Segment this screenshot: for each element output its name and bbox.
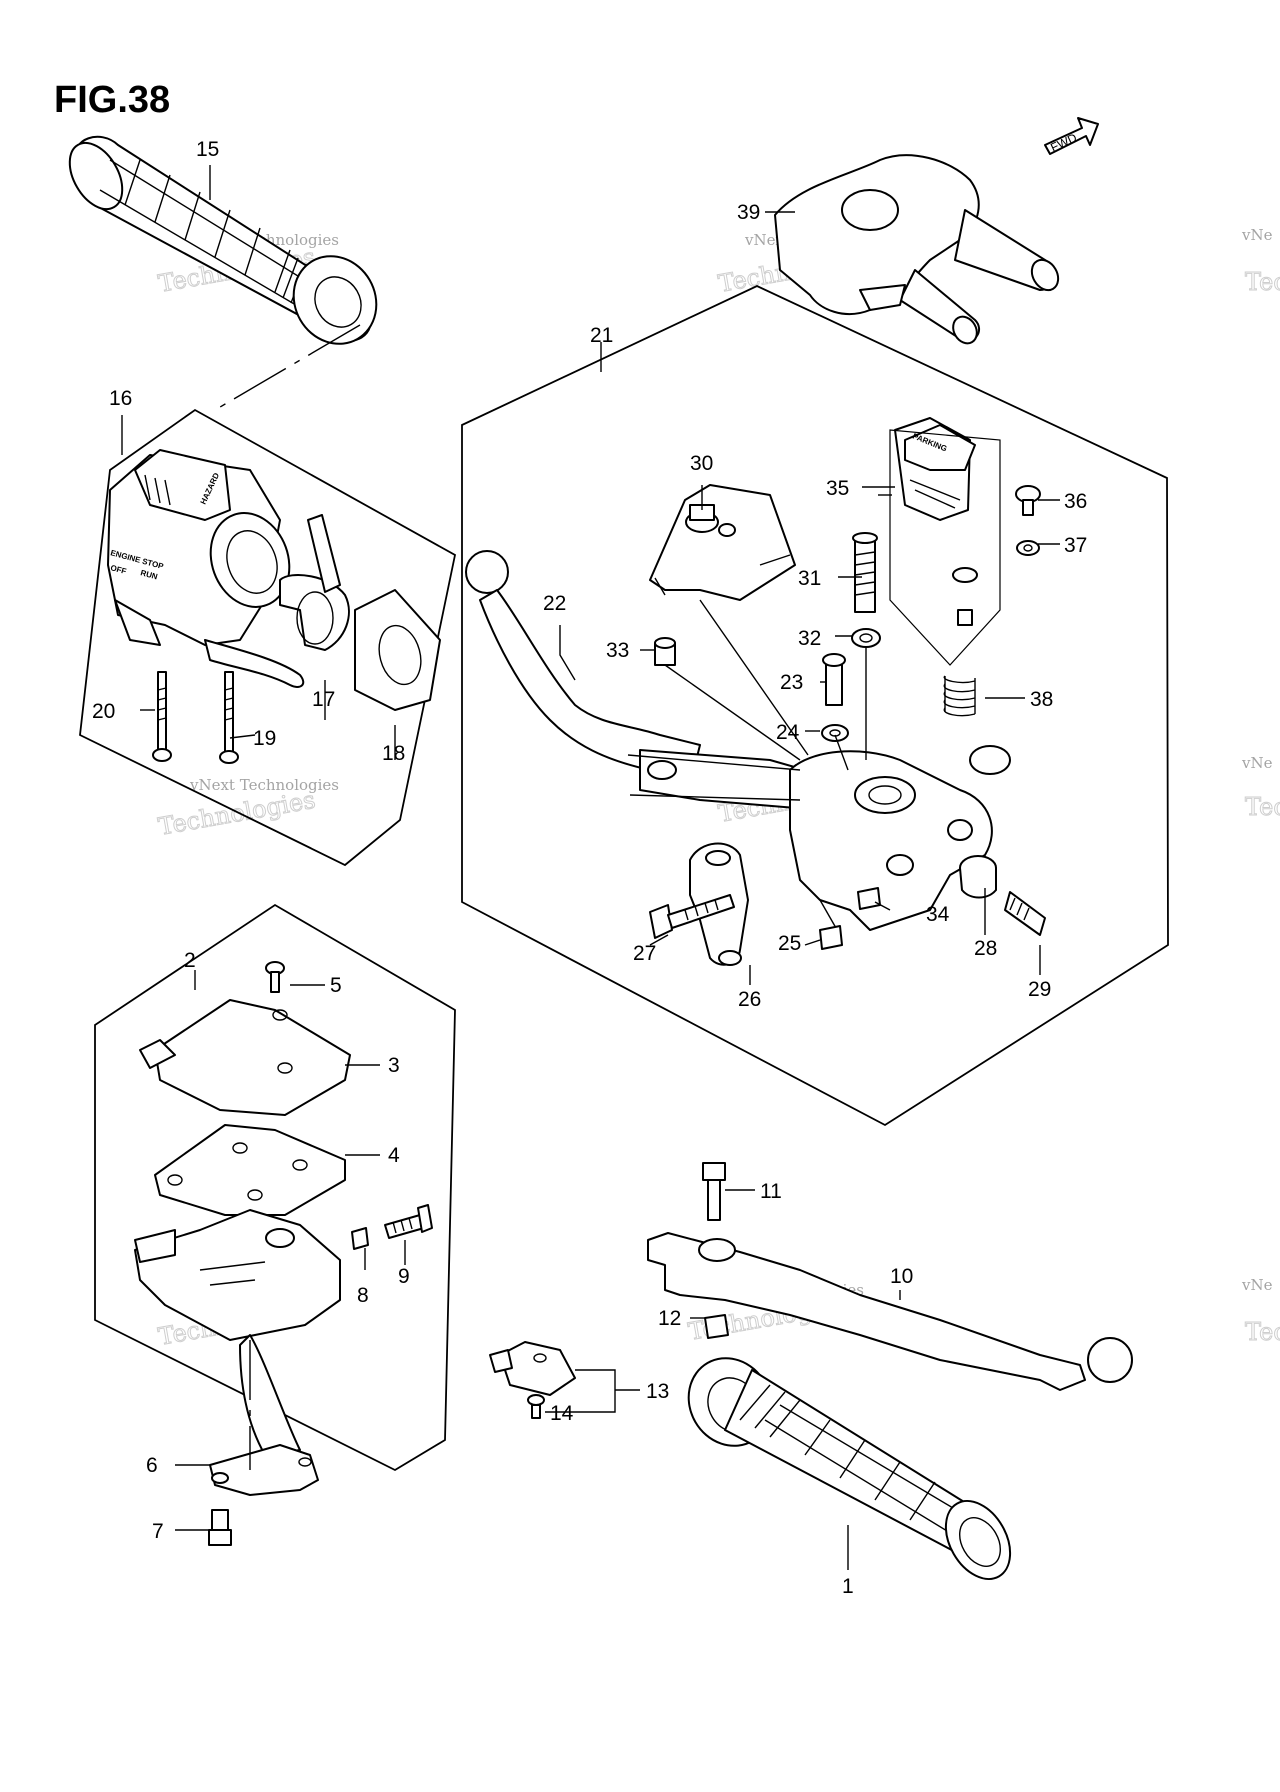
left-grip [68,135,378,345]
callout-32: 32 [798,627,821,650]
svg-text:Tec: Tec [1245,793,1280,821]
callout-5: 5 [330,974,342,997]
screw-36 [1015,485,1041,516]
figure-title: FIG.38 [54,79,170,121]
callout-20: 20 [92,700,115,723]
callout-23: 23 [780,671,803,694]
bolt-9 [384,1204,433,1239]
svg-text:vNext Technologies: vNext Technologies [189,776,339,794]
callout-36: 36 [1064,490,1087,513]
switch-housing: HAZARD ENGINE STOP OFF RUN [107,449,305,688]
fwd-label: FWD [1048,130,1079,154]
lever-boot [774,154,1060,345]
callout-11: 11 [760,1180,782,1203]
callout-2: 2 [184,949,196,972]
spring-38 [943,675,976,717]
throttle-housing-cover [354,589,441,711]
throttle-cable-guide [279,514,350,651]
callout-numbers: 15 16 17 18 19 20 39 21 22 30 35 31 32 3… [92,138,1087,1598]
callout-30: 30 [690,452,713,475]
callout-38: 38 [1030,688,1053,711]
callout-21: 21 [590,324,613,347]
nut-34 [857,887,881,910]
callout-29: 29 [1028,978,1051,1001]
plate-6 [209,1444,319,1496]
nut-25 [819,925,843,950]
callout-16: 16 [109,387,132,410]
callout-3: 3 [388,1054,400,1077]
callout-37: 37 [1064,534,1087,557]
callout-7: 7 [152,1520,164,1543]
callout-27: 27 [633,942,656,965]
callout-31: 31 [798,567,821,590]
svg-text:vNe: vNe [1241,1276,1273,1294]
assembly-lines-21 [627,599,867,801]
right-grip [687,1357,1012,1580]
screw-5 [265,961,285,993]
callout-19: 19 [253,727,276,750]
switch-assembly-box [79,408,457,867]
brake-light-switch-30 [649,484,796,601]
gasket-4 [154,1124,346,1216]
callout-22: 22 [543,592,566,615]
svg-text:Technologies: Technologies [156,786,317,841]
reservoir-box [889,429,1001,666]
clutch-switch-13 [489,1341,576,1396]
callout-25: 25 [778,932,801,955]
callout-4: 4 [388,1144,400,1167]
svg-text:vNe: vNe [1241,226,1273,244]
callout-35: 35 [826,477,849,500]
callout-9: 9 [398,1265,410,1288]
pivot-bolt-11 [702,1162,726,1221]
master-cylinder-box [461,285,1169,1127]
screw-14 [527,1394,545,1419]
callout-34: 34 [926,903,950,926]
svg-text:Tec: Tec [1245,268,1280,296]
forward-arrow-icon: FWD [1044,117,1099,155]
callout-28: 28 [974,937,997,960]
callout-10: 10 [890,1265,913,1288]
callout-13: 13 [646,1380,669,1403]
callout-1: 1 [842,1575,854,1598]
svg-text:RUN: RUN [139,568,158,581]
bolt-27 [649,894,735,939]
clutch-lever-10 [647,1232,1133,1391]
svg-text:OFF: OFF [109,563,127,576]
callout-33: 33 [606,639,629,662]
svg-text:Tec: Tec [1245,1318,1280,1346]
callout-39: 39 [737,201,760,224]
bolt-31 [852,532,878,613]
washer-32 [851,628,881,648]
bushing-33 [654,637,676,666]
callout-8: 8 [357,1284,369,1307]
callout-24: 24 [776,721,800,744]
nut-12 [704,1314,729,1339]
washer-24 [821,724,849,742]
assembly-line [214,324,361,411]
pin-23 [822,653,846,706]
callout-6: 6 [146,1454,158,1477]
nut-8 [351,1227,369,1250]
callout-12: 12 [658,1307,681,1330]
bracket-body [134,1209,341,1456]
bracket-box [94,903,456,1472]
callout-leaders [121,165,1060,1570]
reservoir-cap-35: PARKING [894,417,978,626]
callout-15: 15 [196,138,219,161]
cover-3 [139,999,351,1116]
callout-17: 17 [312,688,335,711]
washer-37 [1016,540,1040,556]
svg-text:vNe: vNe [1241,754,1273,772]
screws-19-20 [152,671,239,764]
adjuster-29 [1004,891,1046,936]
bolt-7 [208,1509,232,1546]
boot-28 [959,855,997,899]
master-cylinder-body [789,745,1011,936]
callout-18: 18 [382,742,405,765]
callout-14: 14 [550,1402,574,1425]
callout-26: 26 [738,988,761,1011]
